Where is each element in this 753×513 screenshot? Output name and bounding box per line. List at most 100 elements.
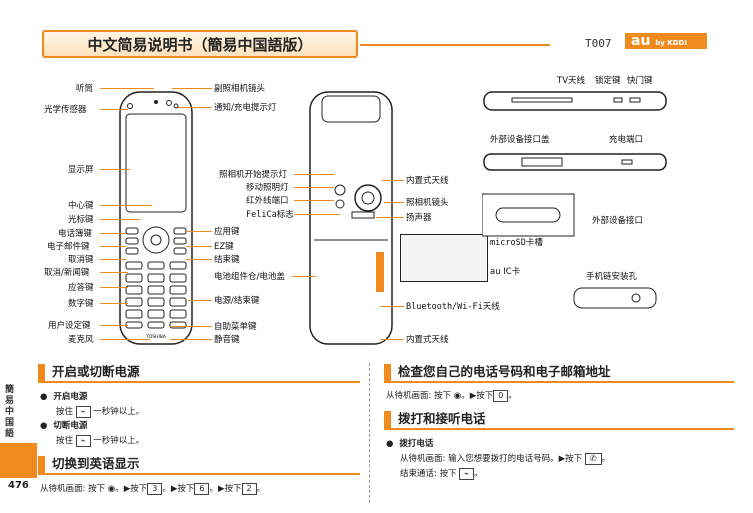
logo-sub: by KDDI bbox=[655, 39, 687, 47]
label-strap-hole: 手机链安装孔 bbox=[586, 272, 638, 282]
leader-phonebook-key bbox=[100, 233, 126, 234]
leader-app-key bbox=[186, 231, 212, 232]
power-off-text: 按住 ⌁ 一秒钟以上。 bbox=[56, 434, 145, 447]
label-number-keys: 数字键 bbox=[68, 299, 94, 309]
power-on-title: 开启电源 bbox=[53, 392, 88, 402]
bullet-power-off: ● 切断电源 bbox=[40, 421, 88, 431]
sub-camera-lens bbox=[166, 100, 172, 106]
label-notify-light: 通知/充电提示灯 bbox=[214, 103, 277, 113]
leader-cursor-key bbox=[100, 219, 140, 220]
label-antenna-top: 内置式天线 bbox=[406, 176, 449, 186]
display-screen bbox=[125, 113, 187, 213]
page-code: T007 bbox=[585, 37, 612, 50]
end-key-icon-2: ⌁ bbox=[75, 434, 91, 447]
label-ez-key: EZ键 bbox=[214, 242, 234, 252]
key-2: 2 bbox=[241, 482, 257, 495]
leader-center-key bbox=[100, 205, 152, 206]
end-call-text: 结束通话: 按下 ⌁。 bbox=[400, 467, 483, 480]
leader-antenna-bottom bbox=[380, 339, 404, 340]
tv-antenna bbox=[511, 97, 573, 103]
leader-power-key bbox=[188, 300, 212, 301]
title-rule bbox=[360, 44, 550, 46]
label-ext-cover: 外部设备接口盖 bbox=[490, 135, 550, 145]
receiver-hole bbox=[154, 100, 158, 104]
heading-english-text: 切换到英语显示 bbox=[52, 456, 140, 471]
center-key-icon-2: ◉ bbox=[453, 391, 462, 401]
side-tab-accent bbox=[0, 443, 37, 478]
label-self-menu-key: 自助菜单键 bbox=[214, 322, 257, 332]
page-number: 476 bbox=[8, 480, 29, 491]
heading-calls-text: 拨打和接听电话 bbox=[398, 411, 486, 426]
leader-mobile-light bbox=[294, 187, 334, 188]
leader-ir-port bbox=[294, 200, 334, 201]
label-phonebook-key: 电话簿键 bbox=[58, 229, 93, 239]
center-key-icon: ◉ bbox=[107, 484, 116, 494]
label-cancel-news-key: 取消/新闻键 bbox=[44, 268, 90, 278]
leader-ez-key bbox=[186, 246, 212, 247]
heading-check-number: 检查您自己的电话号码和电子邮箱地址 bbox=[384, 363, 734, 383]
leader-number-keys bbox=[100, 303, 128, 304]
center-key-button bbox=[150, 234, 162, 246]
label-charge-port: 充电端口 bbox=[609, 135, 644, 145]
key-0: 0 bbox=[493, 389, 509, 402]
label-center-key: 中心键 bbox=[68, 201, 94, 211]
label-bt-wifi: Bluetooth/Wi-Fi天线 bbox=[406, 302, 500, 312]
label-camera-indicator: 照相机开始提示灯 bbox=[219, 170, 288, 180]
label-mobile-light: 移动照明灯 bbox=[246, 183, 289, 193]
leader-antenna-top bbox=[382, 180, 404, 181]
end-key-icon: ⌁ bbox=[75, 405, 91, 418]
label-sub-camera: 副照相机镜头 bbox=[214, 84, 266, 94]
label-camera-lens: 照相机镜头 bbox=[406, 198, 449, 208]
leader-mic bbox=[100, 339, 150, 340]
hinge-area bbox=[321, 95, 381, 123]
key-6: 6 bbox=[194, 482, 210, 495]
leader-battery-cover bbox=[292, 276, 316, 277]
page-title-box: 中文简易说明书（簡易中国語版） bbox=[42, 30, 358, 58]
bullet-make-call: ● 拨打电话 bbox=[386, 439, 434, 449]
label-answer-key: 应答键 bbox=[68, 283, 94, 293]
back-phone-illustration bbox=[309, 91, 393, 345]
lock-key bbox=[613, 97, 623, 103]
leader-cancel-key bbox=[100, 259, 126, 260]
au-logo: au by KDDI bbox=[625, 33, 707, 49]
label-microsd: microSD卡槽 bbox=[490, 238, 543, 248]
label-display: 显示屏 bbox=[68, 165, 94, 175]
label-mute-key: 静音键 bbox=[214, 335, 240, 345]
charge-port bbox=[621, 159, 633, 165]
label-au-ic: au IC卡 bbox=[490, 267, 521, 277]
label-light-sensor: 光学传感器 bbox=[44, 105, 87, 115]
light-sensor-dot bbox=[127, 103, 133, 109]
label-cursor-key: 光标键 bbox=[68, 215, 94, 225]
end-key-icon-3: ⌁ bbox=[459, 467, 475, 480]
leader-sub-camera bbox=[172, 88, 212, 89]
leader-light-sensor bbox=[100, 109, 128, 110]
leader-self-menu-key bbox=[170, 326, 212, 327]
label-speaker: 扬声器 bbox=[406, 213, 432, 223]
label-mic: 麦克风 bbox=[68, 335, 94, 345]
mobile-light bbox=[334, 184, 346, 196]
leader-bt-wifi bbox=[380, 306, 404, 307]
label-mail-key: 电子邮件键 bbox=[47, 242, 90, 252]
strap-hole bbox=[631, 293, 641, 303]
power-off-title: 切断电源 bbox=[53, 421, 88, 431]
ext-cover bbox=[521, 157, 563, 167]
shutter-key bbox=[629, 97, 641, 103]
heading-check-number-text: 检查您自己的电话号码和电子邮箱地址 bbox=[398, 364, 611, 379]
label-end-key: 结束键 bbox=[214, 255, 240, 265]
label-app-key: 应用键 bbox=[214, 227, 240, 237]
leader-cancel-news-key bbox=[100, 272, 128, 273]
leader-camera-indicator bbox=[294, 174, 334, 175]
leader-felica bbox=[294, 214, 340, 215]
speaker-grille bbox=[351, 211, 375, 219]
leader-user-key bbox=[100, 325, 128, 326]
call-key-icon: ✆ bbox=[584, 452, 602, 465]
heading-calls: 拨打和接听电话 bbox=[384, 410, 734, 430]
leader-end-key bbox=[186, 259, 212, 260]
microsd-detail bbox=[400, 234, 488, 282]
ext-port bbox=[495, 207, 561, 223]
notify-light-dot bbox=[173, 103, 179, 109]
power-on-text: 按住 ⌁ 一秒钟以上。 bbox=[56, 405, 145, 418]
leader-mute-key bbox=[170, 339, 212, 340]
label-felica: FeliCa标志 bbox=[246, 210, 294, 220]
